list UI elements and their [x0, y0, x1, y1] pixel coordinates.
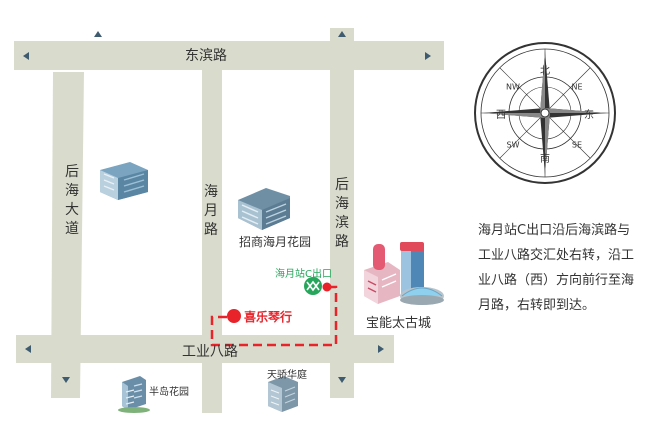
- place-label-zhaoshang: 招商海月花园: [239, 235, 312, 249]
- road-label-dongbin: 东滨路: [185, 48, 227, 64]
- compass-nw-label: NW: [506, 83, 520, 92]
- building-icon: [100, 162, 148, 200]
- compass: 北 南 东 西 NE NW SE SW: [474, 42, 616, 184]
- arrow-down-icon: [62, 377, 70, 383]
- road-houhai-bin: [330, 28, 354, 398]
- arrow-right-icon: [378, 345, 384, 353]
- tianjiao-building-icon: [268, 376, 298, 412]
- place-label-tianjiao: 天骄华庭: [267, 370, 307, 381]
- compass-ne-label: NE: [571, 83, 582, 92]
- road-label-houhai-bin: 后海滨路: [335, 177, 349, 250]
- compass-east-label: 东: [584, 108, 594, 121]
- road-label-houhai-dadao: 后海大道: [65, 164, 79, 237]
- route-path: [210, 282, 338, 347]
- compass-south-label: 南: [540, 152, 550, 165]
- place-label-bandao: 半岛花园: [149, 387, 189, 398]
- road-arrows: [23, 31, 431, 383]
- directions-text: 海月站C出口沿后海滨路与工业八路交汇处右转，沿工业八路（西）方向前行至海月路，右…: [478, 223, 635, 313]
- compass-west-label: 西: [496, 110, 506, 121]
- compass-se-label: SE: [572, 141, 582, 150]
- road-houhai-dadao: [51, 72, 84, 398]
- arrow-up-icon: [94, 31, 102, 37]
- road-network: [14, 28, 444, 413]
- place-label-metro: 海月站C出口: [275, 269, 332, 280]
- road-dongbin: [14, 41, 444, 70]
- route-start-dot: [322, 282, 332, 292]
- arrow-up-icon: [338, 31, 346, 37]
- baoneng-mall-icon: [364, 242, 444, 305]
- arrow-left-icon: [25, 345, 31, 353]
- road-haiyue: [202, 70, 222, 413]
- road-label-gongye8: 工业八路: [182, 344, 238, 360]
- bandao-building-icon: [118, 376, 150, 413]
- compass-north-label: 北: [540, 65, 550, 77]
- place-label-xile: 喜乐琴行: [244, 310, 293, 324]
- zhaoshang-building-icon: [238, 188, 290, 230]
- place-label-baoneng: 宝能太古城: [366, 316, 432, 331]
- destination-marker-icon: [227, 309, 241, 323]
- road-label-haiyue: 海月路: [204, 184, 218, 238]
- metro-icon: [304, 277, 322, 295]
- compass-sw-label: SW: [507, 141, 520, 150]
- arrow-left-icon: [23, 52, 29, 60]
- arrow-down-icon: [338, 377, 346, 383]
- arrow-right-icon: [425, 52, 431, 60]
